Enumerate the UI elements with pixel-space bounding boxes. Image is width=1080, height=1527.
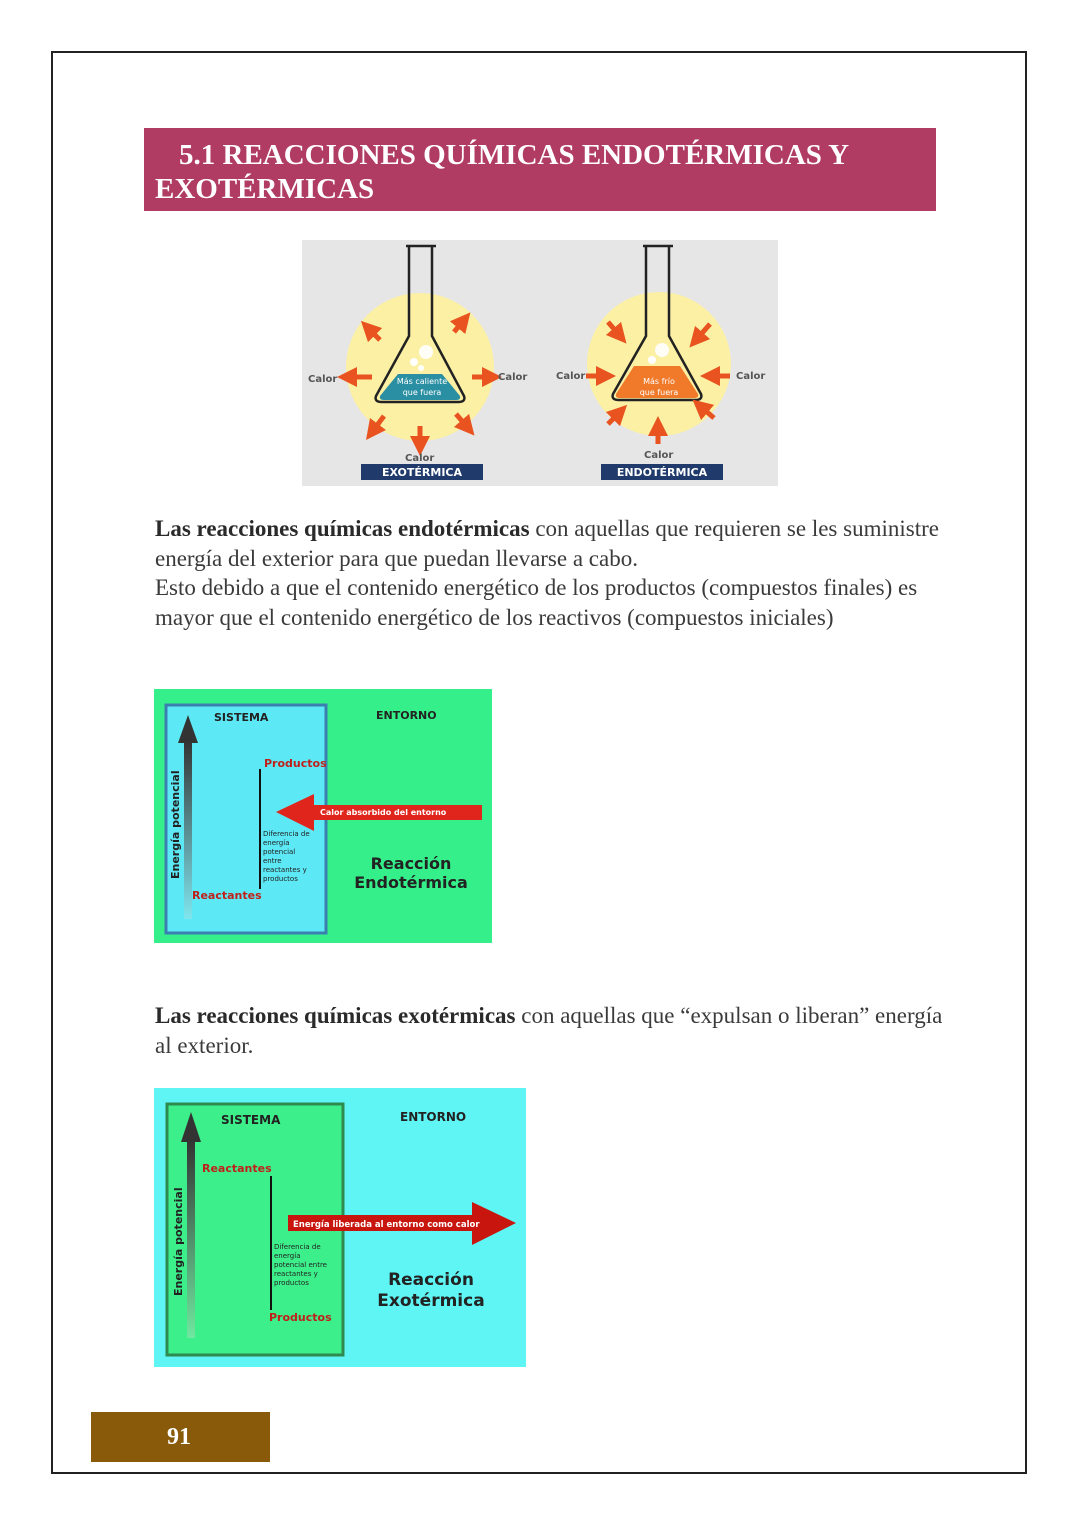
page-number: 91 bbox=[91, 1412, 270, 1462]
endo-inner-line1: Más frío bbox=[643, 377, 675, 386]
exo-label: EXOTÉRMICA bbox=[382, 466, 463, 479]
section-title-line2: EXOTÉRMICAS bbox=[155, 173, 375, 205]
flask-figure: Calor Calor Calor Más caliente que fuera… bbox=[302, 240, 778, 486]
exo-diff-line: productos bbox=[274, 1279, 309, 1287]
endo-bottom-label: Reactantes bbox=[192, 889, 262, 902]
paragraph-endo-bold: Las reacciones químicas endotérmicas bbox=[155, 516, 530, 541]
exo-entorno: ENTORNO bbox=[400, 1110, 466, 1124]
endo-heat-left: Calor bbox=[556, 371, 585, 382]
endo-diff-line: reactantes y bbox=[263, 866, 307, 874]
exo-reaction-line2: Exotérmica bbox=[377, 1291, 484, 1311]
endo-heat-bottom: Calor bbox=[644, 450, 673, 461]
exo-bottom-label: Productos bbox=[269, 1311, 332, 1324]
paragraph-endo-text2: Esto debido a que el contenido energétic… bbox=[155, 575, 918, 630]
endo-top-label: Productos bbox=[264, 757, 327, 770]
endo-reaction-line2: Endotérmica bbox=[354, 873, 468, 892]
exo-axis-label: Energía potencial bbox=[172, 1187, 185, 1296]
exo-heat-left: Calor bbox=[308, 374, 337, 385]
exo-inner-line1: Más caliente bbox=[397, 377, 447, 386]
exo-heat-bottom: Calor bbox=[405, 453, 434, 464]
paragraph-exothermic: Las reacciones químicas exotérmicas con … bbox=[155, 1001, 945, 1060]
endo-axis-label: Energía potencial bbox=[169, 770, 182, 879]
exothermic-diagram: Energía potencial SISTEMA ENTORNO Reacta… bbox=[154, 1088, 526, 1367]
endo-flask-group: Calor Calor Calor Más frío que fuera END… bbox=[556, 244, 765, 480]
page-border bbox=[51, 51, 1027, 1474]
exo-diff-line: potencial entre bbox=[274, 1261, 327, 1269]
endo-diff-line: Diferencia de bbox=[263, 830, 310, 838]
endo-reaction-line1: Reacción bbox=[371, 854, 452, 873]
exo-top-label: Reactantes bbox=[202, 1162, 272, 1175]
paragraph-exo-text1: con aquellas que “expulsan o liberan” en… bbox=[155, 1003, 943, 1058]
exo-inner-line2: que fuera bbox=[403, 388, 442, 397]
endothermic-diagram: Energía potencial SISTEMA ENTORNO Produc… bbox=[154, 689, 492, 943]
section-title-line1: 5.1 REACCIONES QUÍMICAS ENDOTÉRMICAS Y bbox=[179, 139, 850, 171]
endo-diff-line: entre bbox=[263, 857, 282, 865]
exo-diff-line: energía bbox=[274, 1252, 300, 1260]
paragraph-exo-bold: Las reacciones químicas exotérmicas bbox=[155, 1003, 516, 1028]
endo-diff-line: productos bbox=[263, 875, 298, 883]
paragraph-endo-text1: con aquellas que requieren se les sumini… bbox=[155, 516, 939, 571]
endo-heat-right: Calor bbox=[736, 371, 765, 382]
exo-heat-right: Calor bbox=[498, 372, 527, 383]
endo-sistema: SISTEMA bbox=[214, 711, 269, 724]
section-title: 5.1 REACCIONES QUÍMICAS ENDOTÉRMICAS Y E… bbox=[144, 128, 936, 211]
endo-diff-line: potencial bbox=[263, 848, 295, 856]
endo-inner-line2: que fuera bbox=[640, 388, 679, 397]
paragraph-endothermic: Las reacciones químicas endotérmicas con… bbox=[155, 514, 945, 632]
exo-diff-line: reactantes y bbox=[274, 1270, 318, 1278]
exo-sistema: SISTEMA bbox=[221, 1113, 281, 1127]
exo-arrow-label: Energía liberada al entorno como calor bbox=[293, 1220, 480, 1230]
exo-flask-group: Calor Calor Calor Más caliente que fuera… bbox=[308, 244, 527, 480]
endo-arrow-label: Calor absorbido del entorno bbox=[320, 808, 447, 817]
endo-entorno: ENTORNO bbox=[376, 709, 437, 722]
exo-diff-line: Diferencia de bbox=[274, 1243, 321, 1251]
exo-reaction-line1: Reacción bbox=[388, 1270, 474, 1290]
endo-label: ENDOTÉRMICA bbox=[617, 466, 708, 479]
endo-diff-line: energía bbox=[263, 839, 289, 847]
